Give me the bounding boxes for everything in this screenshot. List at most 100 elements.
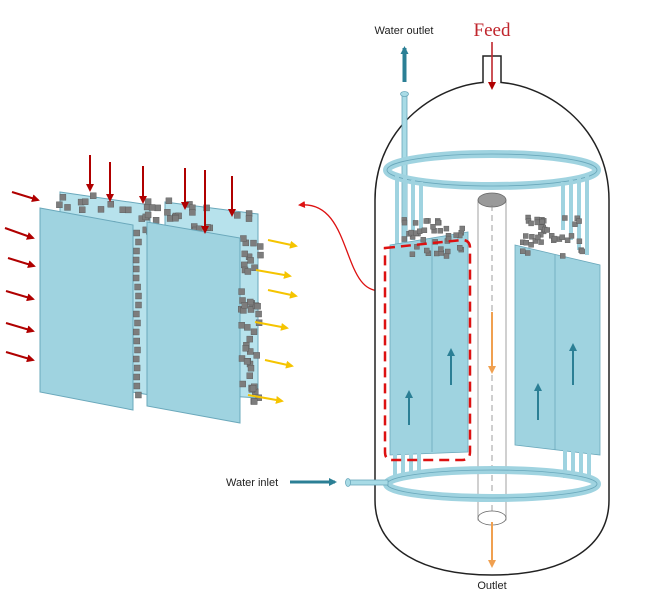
water-outlet-label: Water outlet — [375, 25, 434, 37]
granule — [134, 319, 141, 327]
granule — [244, 324, 251, 331]
feed-arrows-left — [4, 191, 40, 363]
granule — [409, 251, 416, 258]
granule — [133, 247, 140, 255]
granule — [564, 237, 571, 244]
granule — [417, 228, 423, 235]
granule — [135, 391, 142, 399]
vessel — [345, 55, 610, 576]
granule — [525, 250, 531, 256]
granule — [247, 257, 254, 264]
granule — [255, 310, 262, 318]
water-inlet-pipe — [347, 479, 389, 486]
vessel-plate-left — [389, 231, 469, 456]
granule — [520, 248, 526, 254]
granule — [243, 358, 251, 365]
granule — [408, 229, 414, 236]
granule — [423, 218, 429, 224]
granule — [535, 234, 541, 241]
water-flow-arrows — [405, 343, 577, 425]
granule — [528, 242, 534, 248]
granule — [246, 335, 254, 343]
granule — [247, 298, 254, 306]
granule — [234, 212, 241, 219]
granule — [254, 303, 261, 310]
front-plate-right — [146, 221, 241, 424]
granule — [534, 219, 540, 226]
granule — [135, 301, 142, 309]
granule — [133, 364, 141, 372]
granule — [576, 218, 582, 224]
granule — [165, 197, 173, 205]
granule — [148, 204, 156, 211]
detail-highlight-outline — [383, 238, 472, 462]
granule — [435, 219, 441, 226]
granule — [132, 328, 140, 336]
granule — [241, 302, 248, 309]
granule — [56, 201, 63, 209]
granule — [529, 234, 535, 240]
exit-arrows-right — [247, 239, 298, 404]
granule — [97, 206, 105, 213]
granule — [560, 253, 566, 259]
granule — [539, 218, 545, 225]
granule — [437, 228, 443, 234]
granule — [251, 264, 258, 271]
front-plate-left — [39, 207, 134, 411]
granule — [247, 306, 255, 313]
granule — [250, 398, 258, 405]
granule — [134, 283, 141, 291]
granule — [572, 221, 578, 227]
granule — [240, 235, 247, 242]
granule — [133, 337, 141, 345]
granule — [562, 215, 568, 221]
granule — [133, 229, 140, 237]
granule — [443, 253, 450, 259]
granule — [133, 310, 140, 318]
granule — [144, 211, 152, 219]
granule — [135, 292, 142, 300]
granule — [172, 214, 179, 222]
granule — [132, 274, 140, 282]
central-pipe-top — [477, 192, 507, 208]
detail-pointer-arrow — [298, 201, 386, 292]
granule — [246, 348, 254, 355]
granule — [523, 239, 529, 246]
granule — [132, 256, 140, 264]
granule — [247, 365, 255, 372]
granule — [559, 234, 565, 240]
outlet-label: Outlet — [477, 580, 506, 592]
granule — [238, 288, 245, 295]
granule — [249, 385, 257, 392]
granule — [81, 198, 89, 205]
granule — [445, 235, 452, 242]
granule — [134, 346, 141, 354]
granule — [250, 328, 258, 335]
granule — [164, 209, 171, 216]
granule — [459, 225, 465, 232]
granule — [528, 220, 534, 227]
granule — [568, 233, 575, 239]
plate-detail — [4, 155, 298, 424]
granule — [538, 239, 544, 245]
granule — [430, 223, 436, 230]
granule — [579, 248, 585, 255]
granule — [135, 238, 142, 246]
granule — [523, 233, 529, 239]
granule — [443, 225, 450, 232]
granule — [133, 382, 141, 390]
water-inlet-label: Water inlet — [226, 477, 278, 489]
granule — [544, 227, 550, 233]
feed-arrows-top — [86, 155, 236, 234]
feed-label: Feed — [474, 20, 511, 41]
granule — [203, 204, 210, 212]
granule — [239, 380, 246, 388]
granule — [64, 204, 71, 211]
vessel-catalyst-granules — [401, 214, 585, 259]
granule — [238, 322, 245, 329]
granule — [152, 216, 160, 224]
catalyst-granules-edge — [132, 229, 264, 405]
granule — [453, 232, 459, 238]
granule — [245, 215, 253, 222]
granule — [257, 251, 264, 259]
